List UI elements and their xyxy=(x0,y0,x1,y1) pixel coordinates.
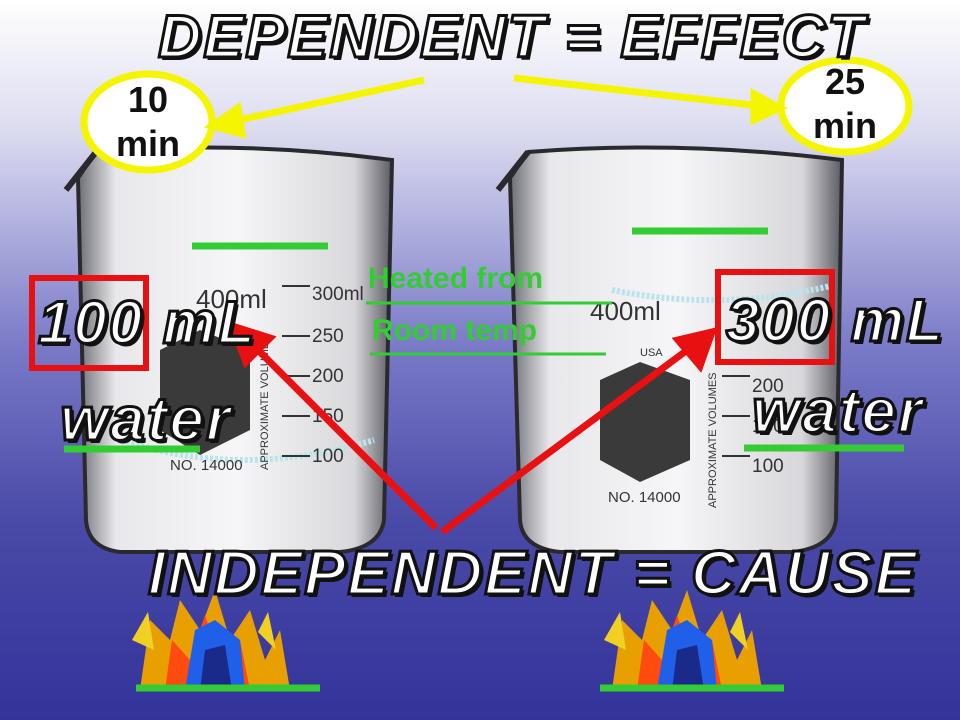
right-beaker-model: NO. 14000 xyxy=(608,489,681,506)
red-arrows xyxy=(226,320,718,535)
right-beaker-hexagon xyxy=(600,362,690,482)
left-beaker-model: NO. 14000 xyxy=(170,457,243,474)
svg-text:250: 250 xyxy=(312,326,344,347)
right-volume-label: 300 mL xyxy=(725,286,945,356)
independent-cause-title: INDEPENDENT = CAUSE xyxy=(146,538,919,610)
left-beaker-hexagon xyxy=(160,330,250,455)
left-beaker-side-text: APPROXIMATE VOLUMES xyxy=(259,335,271,471)
right-time-label: 25 min xyxy=(797,60,893,148)
heated-line-2: Room temp xyxy=(372,314,537,347)
heated-underlines xyxy=(366,301,612,356)
right-volume-box xyxy=(715,269,835,365)
dependent-effect-title: DEPENDENT = EFFECT xyxy=(157,2,866,72)
svg-text:300ml: 300ml xyxy=(312,284,364,305)
left-beaker-scale: 300ml 250 200 150 100 xyxy=(282,284,364,467)
right-flame xyxy=(604,590,762,690)
left-time-unit: min xyxy=(115,123,180,164)
right-beaker-origin: USA xyxy=(640,347,663,359)
svg-text:100: 100 xyxy=(752,456,784,477)
left-volume-label: 100 mL xyxy=(37,288,257,358)
svg-text:200: 200 xyxy=(312,366,344,387)
red-volume-boxes xyxy=(29,269,835,371)
left-time-value: 10 xyxy=(127,79,169,120)
svg-text:200: 200 xyxy=(752,376,784,397)
right-substance-label: water xyxy=(751,376,924,448)
right-beaker-scale: 200 150 100 xyxy=(722,375,784,477)
left-flame xyxy=(132,590,290,690)
heated-line-1: Heated from xyxy=(368,262,544,295)
left-time-label: 10 min xyxy=(100,78,196,166)
yellow-arrows xyxy=(203,74,788,139)
svg-text:150: 150 xyxy=(752,416,784,437)
left-volume-box xyxy=(29,275,149,371)
green-underlines xyxy=(64,227,904,692)
left-beaker-capacity: 400ml xyxy=(196,284,267,314)
left-substance-label: water xyxy=(59,384,232,456)
right-time-value: 25 xyxy=(824,61,866,102)
right-beaker-capacity: 400ml xyxy=(590,296,661,326)
right-beaker-side-text: APPROXIMATE VOLUMES xyxy=(707,373,719,509)
right-time-unit: min xyxy=(812,105,877,146)
svg-text:100: 100 xyxy=(312,446,344,467)
